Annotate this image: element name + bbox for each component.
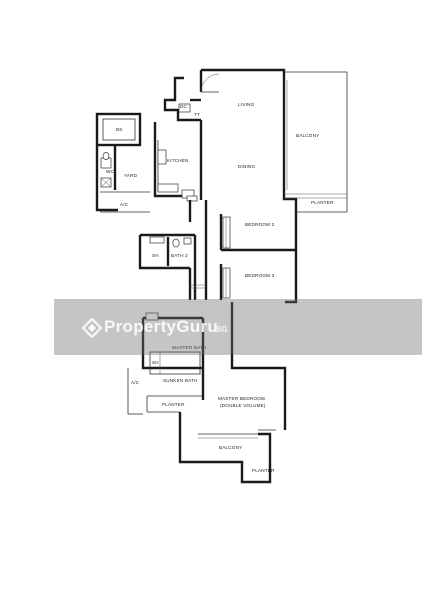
label-bedroom2: BEDROOM 2 xyxy=(245,222,275,227)
bs-room-walls xyxy=(95,112,142,147)
wc-yard-walls xyxy=(95,145,150,213)
kitchen-walls xyxy=(153,76,201,199)
label-wc: WC xyxy=(106,169,115,174)
bedroom3-walls xyxy=(219,264,231,300)
label-dining: DINING xyxy=(238,164,256,169)
room-labels: LIVING DINING BALCONY PLANTER KITCHEN YA… xyxy=(106,102,334,473)
living-dining-walls xyxy=(199,68,298,304)
watermark-suffix: SG xyxy=(216,325,228,334)
label-balcony-bottom: BALCONY xyxy=(219,445,242,450)
label-sh-bath2: SH xyxy=(152,253,159,258)
entrance-door-swing xyxy=(200,73,220,93)
master-bedroom-walls xyxy=(178,302,287,484)
label-bedroom3: BEDROOM 3 xyxy=(245,273,275,278)
label-living: LIVING xyxy=(238,102,254,107)
bedroom2-walls xyxy=(219,214,296,252)
label-tt: TT xyxy=(194,112,200,117)
label-ac-top: A/C xyxy=(120,202,129,207)
watermark-band xyxy=(54,299,422,355)
label-master-bath: MASTER BATH xyxy=(172,345,207,350)
label-bath2: BATH 2 xyxy=(171,253,188,258)
label-sunken-bath: SUNKEN BATH xyxy=(163,378,198,383)
label-master-bedroom: MASTER BEDROOM xyxy=(218,396,265,401)
label-ac-left: A/C xyxy=(131,380,140,385)
bath2-walls xyxy=(138,233,195,270)
watermark-brand: PropertyGuru xyxy=(104,317,219,336)
corridor-fixtures xyxy=(178,103,198,202)
balcony-top-walls xyxy=(284,71,348,213)
corridor-spine xyxy=(188,200,206,300)
label-kitchen: KITCHEN xyxy=(167,158,189,163)
label-yard: YARD xyxy=(124,173,138,178)
label-double-volume: (DOUBLE VOLUME) xyxy=(220,403,266,408)
label-planter-bottom: PLANTER xyxy=(252,468,275,473)
label-bs: BS xyxy=(116,127,123,132)
label-balcony-top: BALCONY xyxy=(296,133,319,138)
master-bath-walls xyxy=(127,312,205,415)
label-sh-master: SH xyxy=(152,360,159,365)
propertyguru-logo-icon xyxy=(82,318,102,338)
label-planter-mid: PLANTER xyxy=(162,402,185,407)
label-dc: DC xyxy=(180,104,188,109)
label-planter-top: PLANTER xyxy=(311,200,334,205)
